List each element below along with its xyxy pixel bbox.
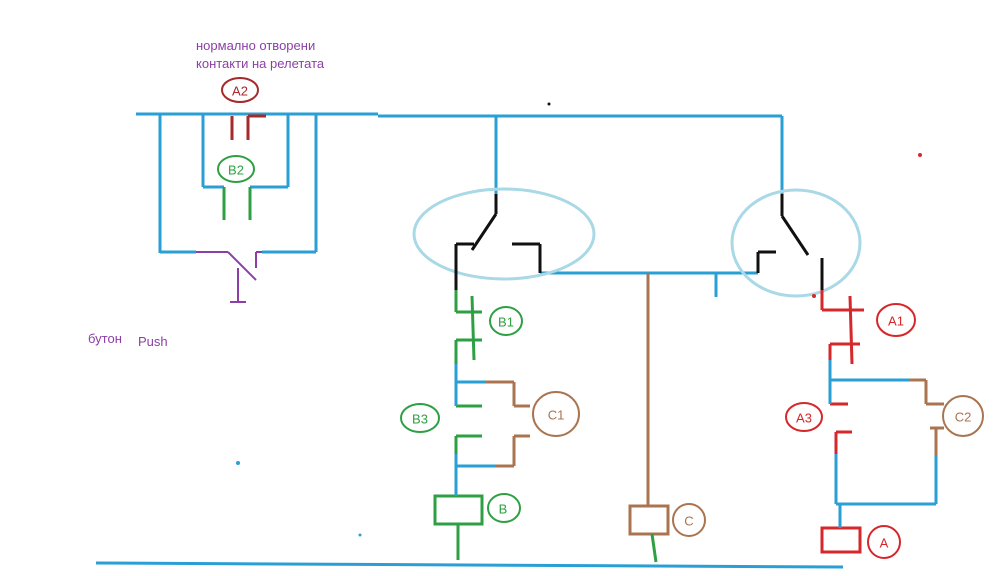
- annotation-normally-open: нормално отворени: [196, 38, 315, 53]
- label-ring-b: [487, 493, 521, 523]
- switch-left: [454, 194, 542, 290]
- switch-ring-left: [412, 187, 596, 281]
- annotation-push: Push: [138, 334, 168, 349]
- contact-a2: [230, 114, 266, 140]
- label-b: B: [499, 502, 508, 517]
- label-ring-b1: [489, 306, 523, 336]
- label-ring-c: [672, 503, 706, 537]
- label-c2: C2: [955, 410, 972, 425]
- branch-middle: [628, 273, 670, 563]
- coil-a: [820, 526, 862, 554]
- label-c1: C1: [548, 408, 565, 423]
- label-ring-c2: [942, 395, 984, 437]
- stray-dots: [236, 102, 922, 537]
- label-ring-b3: [400, 403, 440, 433]
- bottom-bus: [95, 561, 844, 569]
- annotation-button: бутон: [88, 331, 122, 346]
- label-ring-c1: [532, 391, 580, 437]
- label-a3: A3: [796, 411, 812, 426]
- branch-right: [820, 290, 944, 554]
- label-b1: B1: [498, 315, 514, 330]
- coil-b: [433, 494, 484, 526]
- label-ring-b2: [217, 155, 255, 183]
- label-a: A: [880, 536, 889, 551]
- switch-ring-right: [730, 188, 862, 298]
- switch-right: [756, 194, 824, 290]
- label-a1: A1: [888, 314, 904, 329]
- label-b3: B3: [412, 412, 428, 427]
- label-ring-a3: [785, 402, 823, 432]
- label-ring-a1: [876, 303, 916, 337]
- annotation-relay-contacts: контакти на релетата: [196, 56, 325, 71]
- contact-b2: [222, 187, 252, 220]
- label-ring-a2: [221, 77, 259, 103]
- label-c: C: [684, 514, 693, 529]
- branch-left: [433, 290, 530, 560]
- push-button-symbol: [196, 251, 262, 303]
- label-ring-a: [867, 525, 901, 559]
- coil-c: [628, 504, 670, 536]
- label-b2: B2: [228, 163, 244, 178]
- label-a2: A2: [232, 84, 248, 99]
